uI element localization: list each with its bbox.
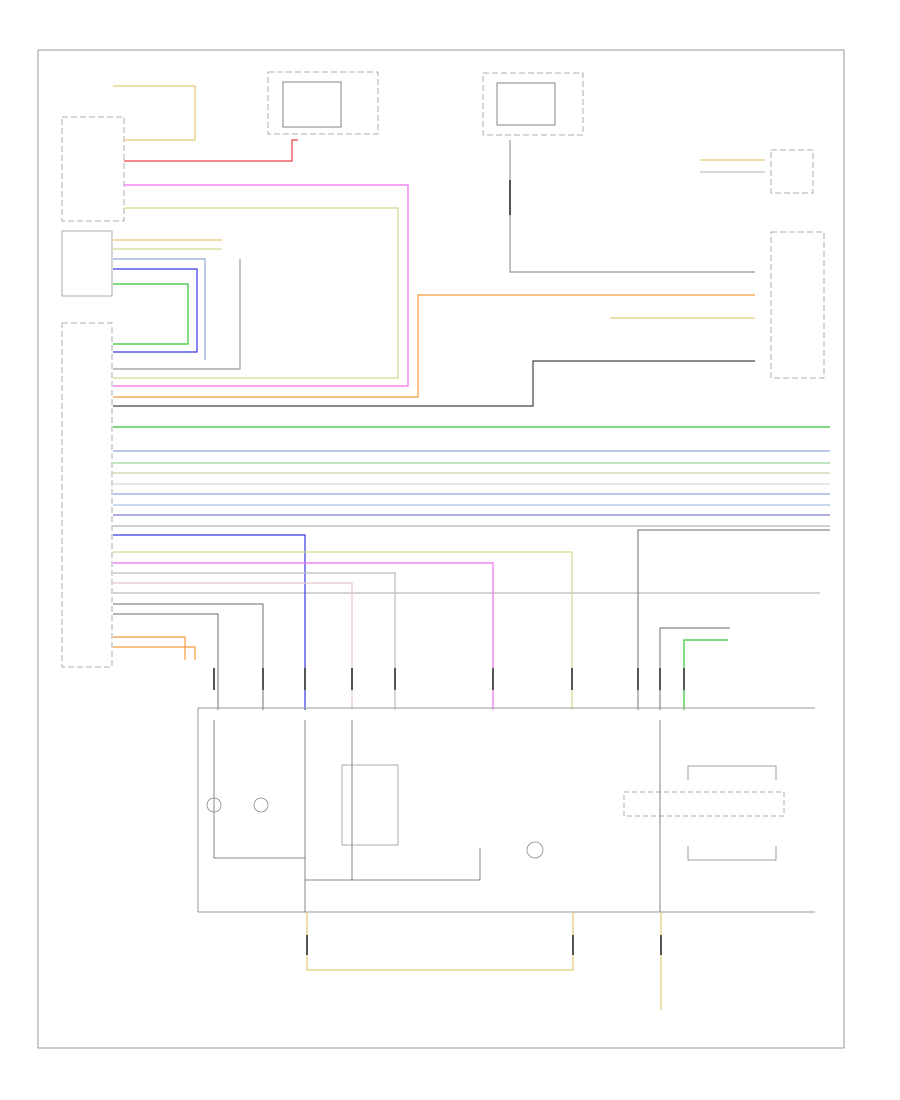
wire [113,85,196,141]
component-box [482,72,584,136]
wire [113,259,241,370]
component-box [267,71,379,135]
connector-markers [213,180,685,955]
component-box [282,81,342,128]
wire [113,572,396,710]
switch-block-top-left [61,116,125,668]
component-box [770,149,814,194]
component-box [341,764,399,846]
wire [113,534,306,710]
wire [113,268,198,353]
wire-bundle-lower [113,529,830,710]
wire [683,639,728,710]
component-box [61,230,113,297]
fuse-box-1 [267,71,379,135]
lamp-symbol [206,797,222,813]
wire-bundle-horizontal [113,426,830,594]
wire [113,646,196,660]
wire [687,765,777,780]
component-box [61,116,125,222]
wire [113,294,755,398]
lamp-symbol [253,797,269,813]
wire [687,846,777,861]
wire [306,912,574,971]
wire [113,283,189,345]
component-box [623,791,785,817]
wire [113,562,494,710]
wire [113,613,219,710]
wire [637,529,830,710]
wire [113,360,755,407]
module-lower [197,707,815,913]
wire [113,636,186,660]
component-box [61,322,113,668]
wire [213,720,305,859]
wire [305,848,481,881]
component-box [770,231,825,379]
fuse-box-2 [482,72,584,136]
component-box [496,82,556,126]
wire-bundle-upper [113,85,765,407]
wire [124,139,298,162]
wire [113,258,206,360]
wire [113,207,399,379]
wire [113,582,353,710]
wire [113,184,409,387]
wire [113,603,264,710]
right-components [770,149,825,379]
lamp-symbol [526,841,544,859]
wire [113,551,573,710]
ground-loop [306,912,662,1010]
diagram-frame [37,49,845,1049]
